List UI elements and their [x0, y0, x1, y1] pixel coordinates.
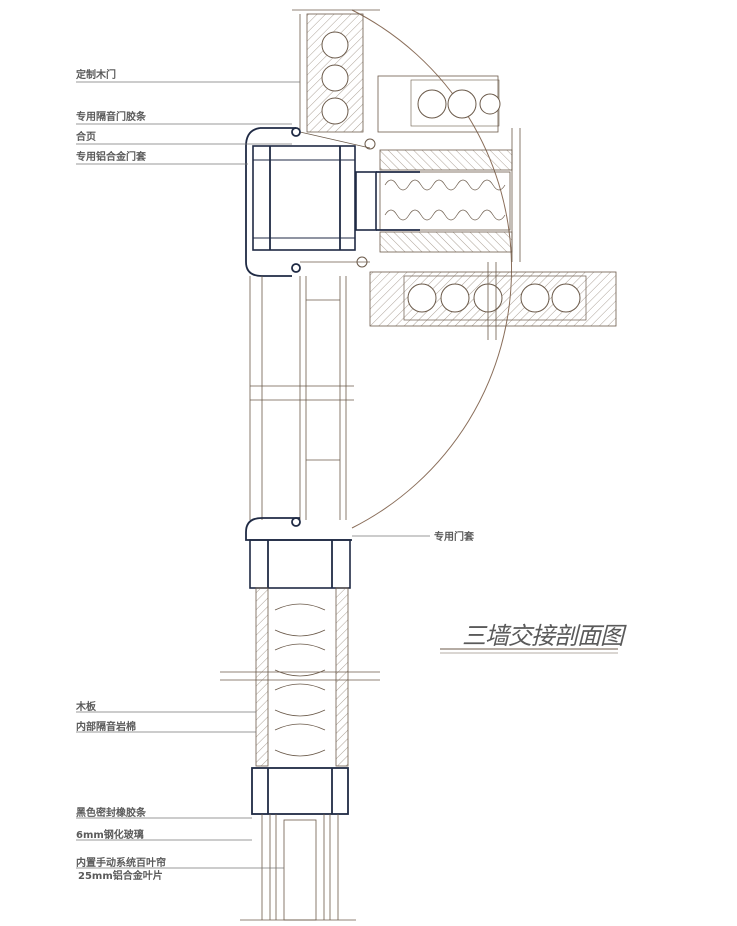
top-wall [292, 9, 380, 133]
upper-right-wall [377, 75, 501, 133]
label-black-sealing-rubber-strip: 黑色密封橡胶条 [76, 808, 146, 819]
upper-door-casing [245, 127, 420, 277]
label-custom-wood-door: 定制木门 [76, 70, 116, 81]
label-tempered-glass: 6mm钢化玻璃 [76, 830, 144, 841]
lower-right-wall [369, 262, 617, 340]
label-acoustic-door-strip: 专用隔音门胶条 [76, 112, 146, 123]
hinge-bottom [356, 256, 368, 268]
lower-casing [251, 767, 349, 815]
label-aluminum-blade: 25mm铝合金叶片 [78, 871, 163, 882]
vertical-jamb [249, 276, 354, 520]
drawing-title: 三墙交接剖面图 [462, 622, 624, 650]
door-leaf [299, 131, 371, 263]
label-inner-acoustic-rockwool: 内部隔音岩棉 [76, 722, 136, 733]
middle-door-casing [245, 517, 352, 589]
insulated-wall [220, 587, 380, 767]
label-aluminum-door-casing: 专用铝合金门套 [76, 152, 146, 163]
leaders [76, 81, 430, 869]
glass-blind [240, 814, 356, 921]
label-hinge: 合页 [76, 132, 96, 143]
label-wood-board: 木板 [76, 702, 96, 713]
middle-wall [379, 128, 521, 262]
hinge-top [364, 138, 376, 150]
door-swing-arc [351, 9, 513, 529]
label-built-in-manual-blind: 内置手动系统百叶帘 [76, 858, 166, 869]
label-dedicated-door-casing: 专用门套 [434, 532, 474, 543]
